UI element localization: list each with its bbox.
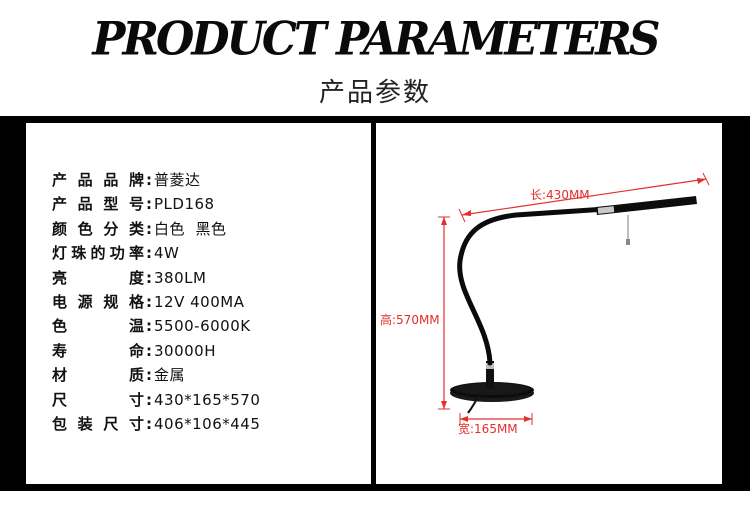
height-label: 高:570MM bbox=[380, 313, 440, 327]
spec-value: 430*165*570 bbox=[154, 390, 261, 409]
spec-row-brightness: 亮度:380LM bbox=[52, 266, 260, 290]
spec-separator: : bbox=[146, 414, 152, 433]
spec-separator: : bbox=[146, 341, 152, 360]
spec-label: 寿命 bbox=[52, 341, 144, 360]
spec-separator: : bbox=[146, 390, 152, 409]
spec-value: 5500-6000K bbox=[154, 317, 251, 336]
spec-list: 产品品牌:普菱达 产品型号:PLD168 颜色分类:白色 黑色 灯珠的功率:4W… bbox=[52, 168, 260, 436]
spec-label: 亮度 bbox=[52, 268, 144, 287]
spec-row-brand: 产品品牌:普菱达 bbox=[52, 168, 260, 192]
spec-row-power-supply: 电源规格:12V 400MA bbox=[52, 290, 260, 314]
spec-value: 白色 黑色 bbox=[154, 219, 227, 238]
height-dimension-line bbox=[438, 216, 450, 410]
spec-label: 灯珠的功率 bbox=[52, 244, 144, 263]
width-dimension-line bbox=[459, 413, 533, 425]
spec-label: 色温 bbox=[52, 317, 144, 336]
page-subtitle: 产品参数 bbox=[318, 78, 431, 108]
spec-separator: : bbox=[146, 244, 152, 263]
spec-value: PLD168 bbox=[154, 195, 215, 214]
spec-value: 12V 400MA bbox=[154, 292, 245, 311]
spec-separator: : bbox=[146, 171, 152, 189]
spec-separator: : bbox=[146, 292, 152, 311]
spec-row-material: 材质:金属 bbox=[52, 363, 260, 387]
spec-separator: : bbox=[146, 317, 152, 336]
lamp-base bbox=[450, 361, 534, 414]
spec-separator: : bbox=[146, 195, 152, 214]
spec-row-color: 颜色分类:白色 黑色 bbox=[52, 217, 260, 241]
spec-row-package-size: 包装尺寸:406*106*445 bbox=[52, 412, 260, 436]
page-title: PRODUCT PARAMETERS bbox=[92, 12, 660, 67]
length-dimension-line bbox=[458, 172, 710, 223]
spec-separator: : bbox=[146, 219, 152, 238]
spec-value: 380LM bbox=[154, 268, 207, 287]
spec-value: 金属 bbox=[154, 366, 186, 385]
dimension-card: 长:430MM 高:570MM 宽:165MM bbox=[376, 123, 722, 484]
parameters-panel: 产品品牌:普菱达 产品型号:PLD168 颜色分类:白色 黑色 灯珠的功率:4W… bbox=[0, 116, 750, 491]
spec-value: 4W bbox=[154, 244, 180, 263]
length-label: 长:430MM bbox=[530, 188, 590, 202]
spec-label: 包装尺寸 bbox=[52, 414, 144, 433]
lamp-head bbox=[596, 196, 697, 245]
spec-row-color-temp: 色温:5500-6000K bbox=[52, 314, 260, 338]
spec-card: 产品品牌:普菱达 产品型号:PLD168 颜色分类:白色 黑色 灯珠的功率:4W… bbox=[26, 123, 371, 484]
spec-row-model: 产品型号:PLD168 bbox=[52, 192, 260, 216]
spec-value: 普菱达 bbox=[154, 171, 201, 189]
spec-value: 406*106*445 bbox=[154, 414, 261, 433]
spec-label: 颜色分类 bbox=[52, 219, 144, 238]
lamp-illustration bbox=[438, 172, 710, 425]
spec-label: 材质 bbox=[52, 366, 144, 385]
spec-row-size: 尺寸:430*165*570 bbox=[52, 388, 260, 412]
spec-row-power: 灯珠的功率:4W bbox=[52, 241, 260, 265]
width-label: 宽:165MM bbox=[458, 422, 518, 436]
spec-value: 30000H bbox=[154, 341, 216, 360]
spec-separator: : bbox=[146, 366, 152, 385]
spec-label: 电源规格 bbox=[52, 292, 144, 311]
spec-label: 尺寸 bbox=[52, 390, 144, 409]
spec-row-lifespan: 寿命:30000H bbox=[52, 339, 260, 363]
spec-label: 产品型号 bbox=[52, 195, 144, 214]
lamp-gooseneck bbox=[457, 206, 609, 366]
spec-label: 产品品牌 bbox=[52, 171, 144, 189]
spec-separator: : bbox=[146, 268, 152, 287]
